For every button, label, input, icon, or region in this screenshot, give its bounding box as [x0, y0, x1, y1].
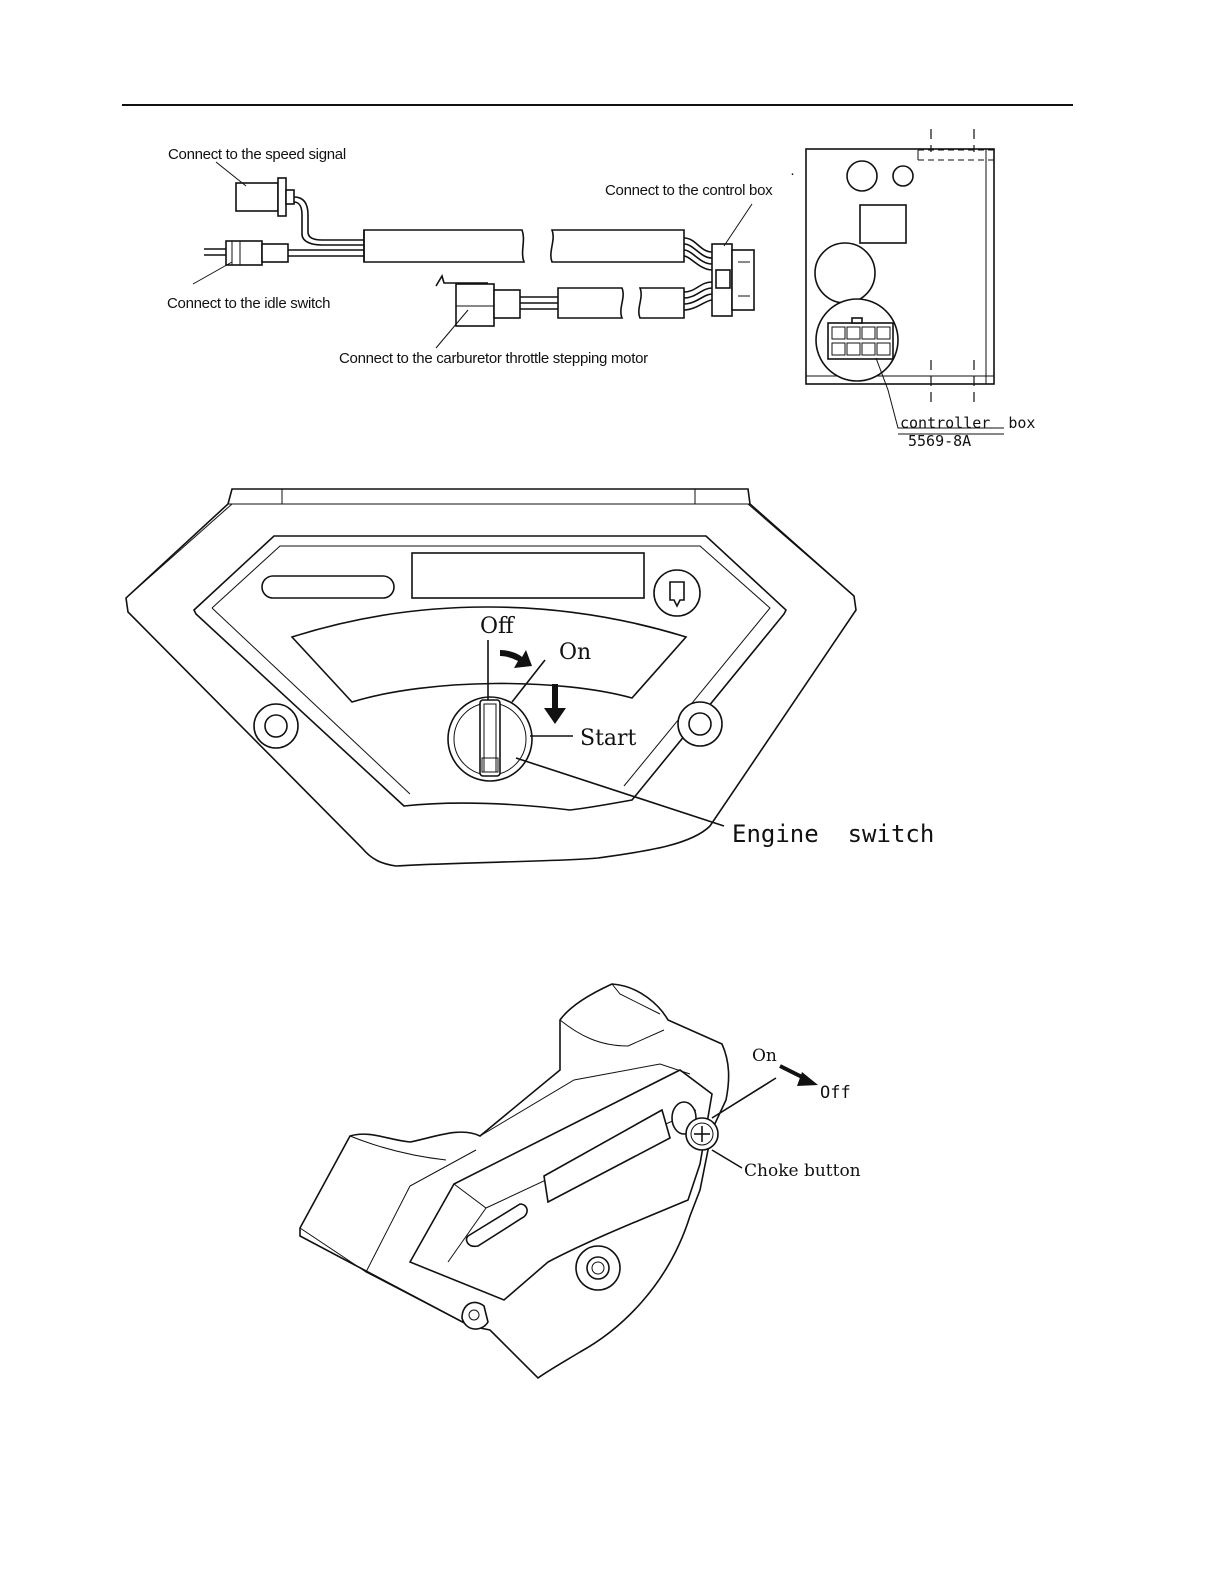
control-box-plug: [712, 244, 754, 316]
choke-button-leader: [712, 1150, 742, 1168]
speed-signal-label: Connect to the speed signal: [168, 146, 346, 163]
choke-on-label: On: [752, 1046, 777, 1066]
control-box-leader: [724, 204, 752, 246]
choke-knob: [576, 1246, 620, 1290]
controller-box-diagram: controller box 5569-8A: [806, 129, 1035, 450]
throttle-motor-connector: [436, 276, 520, 326]
choke-mount-tab: [462, 1302, 488, 1329]
engine-switch-label: Engine switch: [732, 820, 934, 848]
off-label: Off: [480, 614, 515, 639]
svg-text:·: ·: [790, 165, 795, 182]
right-mount-hole: [678, 702, 722, 746]
socket-5569-8a: [828, 318, 893, 359]
on-off-leader: [712, 1078, 776, 1118]
idle-switch-label: Connect to the idle switch: [167, 295, 330, 312]
main-harness-upper: [364, 230, 712, 270]
display-window: [412, 553, 644, 598]
indicator-slot: [262, 576, 394, 598]
choke-housing: [300, 984, 729, 1378]
choke-display-window: [544, 1110, 670, 1202]
on-label: On: [559, 640, 591, 665]
turn-start-arrow: [544, 684, 566, 724]
left-mount-hole: [254, 704, 298, 748]
speed-signal-leader: [216, 162, 246, 186]
start-label: Start: [580, 726, 637, 751]
choke-button-label: Choke button: [744, 1161, 861, 1181]
engine-key-switch: [448, 697, 532, 781]
control-box-label: Connect to the control box: [605, 182, 773, 199]
throttle-motor-label: Connect to the carburetor throttle stepp…: [339, 350, 648, 367]
choke-indicator-slot: [466, 1204, 527, 1246]
turn-on-arrow: [500, 650, 532, 668]
choke-diagram: On Off Choke button: [300, 984, 861, 1378]
controller-part-number: 5569-8A: [908, 432, 971, 450]
wiring-diagram: · Connect to the speed signal Connect to…: [167, 146, 795, 367]
fuel-icon: [654, 570, 700, 616]
choke-off-label: Off: [820, 1083, 851, 1103]
speed-signal-connector: [236, 178, 364, 245]
switch-panel-diagram: Off On Start Engine switch: [126, 489, 934, 866]
idle-switch-leader: [193, 262, 232, 284]
choke-button: [686, 1118, 718, 1150]
controller-box-label: controller box: [900, 414, 1035, 432]
throttle-motor-leader: [436, 310, 468, 348]
mounting-guides: [931, 129, 974, 405]
engine-switch-leader: [516, 758, 724, 826]
main-harness-lower: [520, 282, 712, 318]
